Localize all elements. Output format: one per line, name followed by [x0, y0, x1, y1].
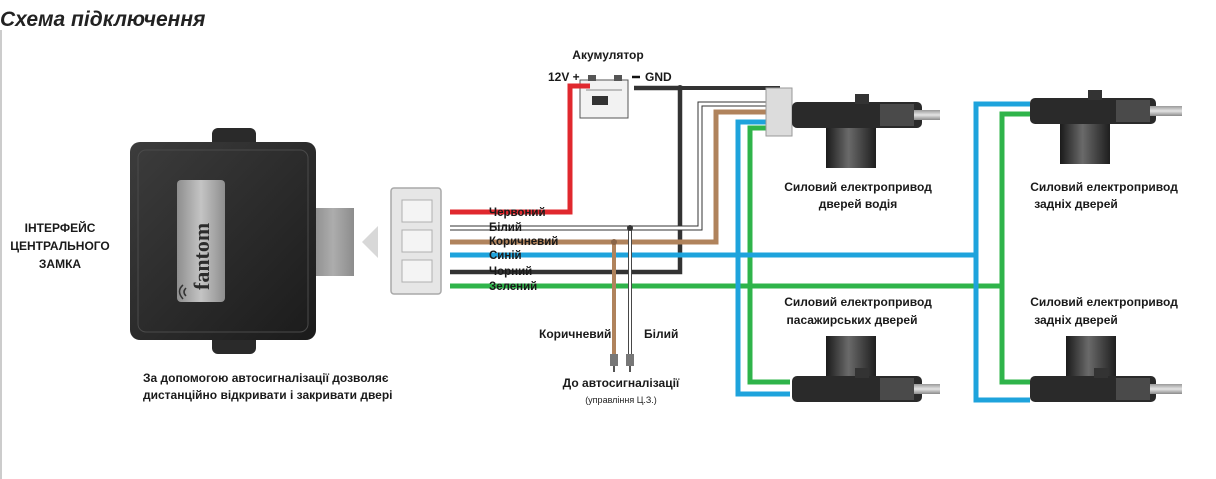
description-line-2: дистанційно відкривати і закривати двері — [143, 388, 393, 402]
actuator-passenger-label-1: Силовий електропривод — [784, 295, 932, 309]
actuator-rear-bottom — [1030, 336, 1182, 402]
alarm-brown-label: Коричневий — [539, 327, 611, 341]
actuator-driver-label-1: Силовий електропривод — [784, 180, 932, 194]
alarm-plugs — [610, 354, 634, 372]
wire-label-green: Зелений — [489, 281, 537, 293]
wire-label-white: Білий — [489, 222, 522, 234]
actuator-driver — [765, 87, 940, 168]
battery-plus-label: 12V + — [548, 70, 580, 84]
alarm-white-label: Білий — [644, 327, 678, 341]
wire-label-brown: Коричневий — [489, 236, 558, 248]
actuator-rear-bottom-label-1: Силовий електропривод — [1030, 295, 1178, 309]
wire-green-rear — [999, 111, 1030, 385]
wire-blue-front — [735, 119, 790, 397]
wire-label-black: Чорний — [489, 266, 532, 278]
diagram-title: Схема підключення — [0, 8, 205, 31]
wire-label-blue: Синій — [489, 250, 522, 262]
actuator-rear-top-label-1: Силовий електропривод — [1030, 180, 1178, 194]
description-line-1: За допомогою автосигналізації дозволяє — [143, 371, 389, 385]
wire-label-red: Червоний — [489, 207, 546, 219]
wire-blue-rear — [973, 101, 1030, 403]
battery-gnd-label: GND — [645, 70, 672, 84]
speaker-icon — [178, 284, 187, 300]
battery: Акумулятор 12V + GND — [548, 48, 672, 119]
alarm-title: До автосигналізації — [563, 376, 680, 390]
actuator-rear-bottom-label-2: задніх дверей — [1034, 313, 1118, 327]
interface-label-line-3: ЗАМКА — [39, 257, 82, 271]
interface-label-line-1: ІНТЕРФЕЙС — [25, 220, 96, 235]
interface-label-line-2: ЦЕНТРАЛЬНОГО — [10, 239, 110, 253]
interface-label: ІНТЕРФЕЙС ЦЕНТРАЛЬНОГО ЗАМКА — [10, 220, 110, 271]
wire-labels: Червоний Білий Коричневий Синій Чорний З… — [489, 207, 558, 293]
junction-gnd — [677, 85, 683, 91]
triangle-left-icon — [362, 226, 378, 258]
wire-red — [450, 83, 590, 215]
interface-module: fantom — [130, 128, 354, 354]
fantom-logo: fantom — [189, 223, 214, 290]
actuator-passenger — [792, 336, 940, 402]
actuator-driver-label-2: дверей водія — [819, 197, 898, 211]
junction-brown — [611, 239, 617, 245]
wire-black — [450, 85, 683, 275]
actuator-passenger-label-2: пасажирських дверей — [787, 313, 918, 327]
actuator-rear-top — [1030, 90, 1182, 164]
battery-title: Акумулятор — [572, 48, 643, 62]
wire-connector — [390, 187, 442, 295]
alarm-subtitle: (управління Ц.З.) — [585, 395, 657, 405]
junction-white — [627, 225, 633, 231]
actuator-rear-top-label-2: задніх дверей — [1034, 197, 1118, 211]
